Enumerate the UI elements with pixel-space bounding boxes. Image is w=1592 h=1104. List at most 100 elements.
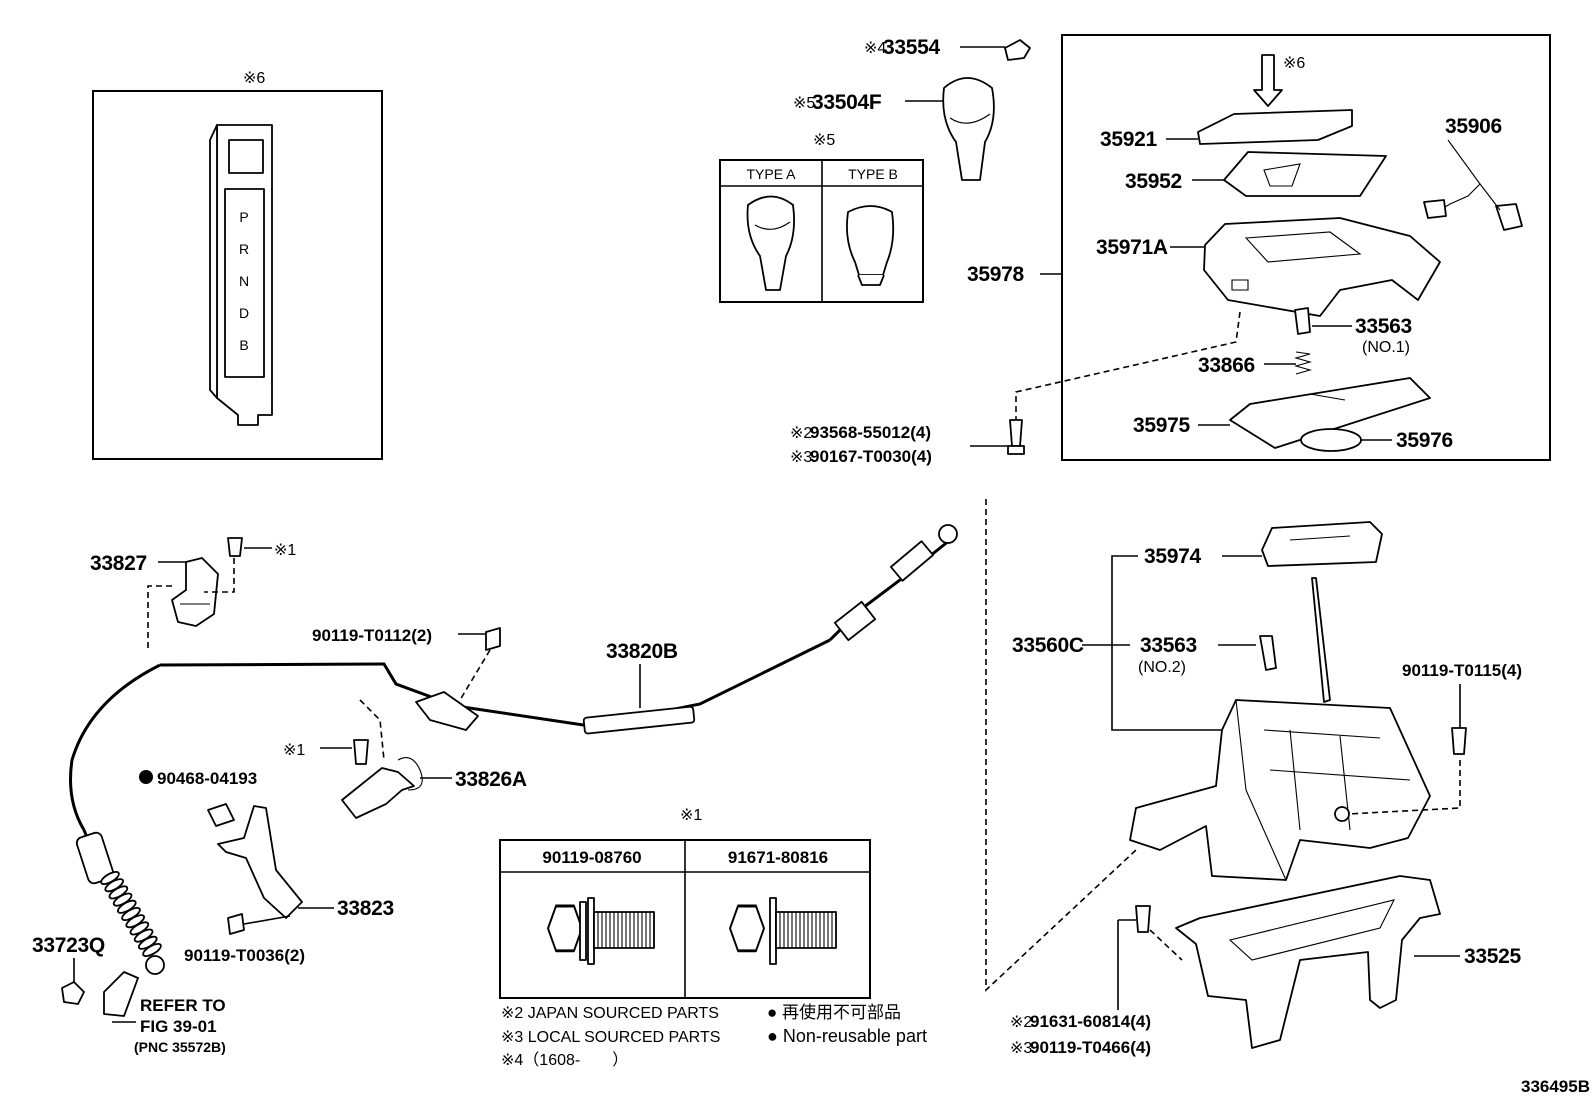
label-90119-t0112: 90119-T0112(2) [312,626,432,645]
label-35975: 35975 [1133,414,1191,437]
bolt-90119-t0112 [485,627,501,651]
shift-pattern-letter: B [239,337,248,353]
refer-line2: FIG 39-01 [140,1017,217,1036]
refer-line1: REFER TO [140,996,226,1015]
label-33827: 33827 [90,552,147,575]
bracket-33823 [217,805,303,919]
clip-33563-no1 [1294,307,1311,335]
svg-text:※5: ※5 [793,95,815,112]
legend-nonreuse-en: ● Non-reusable part [767,1026,927,1046]
figure-code: 336495B [1521,1077,1590,1096]
shift-plate-window [228,139,264,174]
svg-text:※4: ※4 [864,40,886,57]
shift-pattern-letter: P [239,209,248,225]
svg-text:※1: ※1 [274,542,296,559]
bolt-90119-t0036 [227,913,245,935]
down-arrow [1253,54,1283,107]
shift-plate-side [209,124,218,399]
bolt-table: ※1 90119-08760 91671-80816 [499,807,871,999]
label-33504F: 33504F [812,91,882,114]
label-33866: 33866 [1198,354,1255,377]
screw-93568 [1009,419,1023,447]
refer-line3: (PNC 35572B) [134,1039,226,1055]
label-90119-t0466: 90119-T0466(4) [1030,1038,1151,1057]
bracket-33827 [171,557,219,627]
label-33563-no1-sub: (NO.1) [1362,339,1410,356]
legend-date: ※4（1608- ） [501,1051,628,1069]
part-35971A [1203,217,1441,317]
label-35921: 35921 [1100,128,1158,151]
nonreusable-dot [139,770,153,784]
clip-33826A [341,767,415,819]
disk-35976 [1300,428,1362,452]
cable-sheath [582,705,696,735]
indicator-assembly-frame [1061,34,1551,461]
label-33563-no2: 33563 [1140,634,1197,657]
svg-text:※6: ※6 [1283,55,1305,72]
shift-knob-group: ※4 33554 ※5 33504F [793,36,1031,181]
shift-knob-33504F [942,77,995,181]
svg-text:※2: ※2 [1010,1014,1032,1031]
label-33823: 33823 [337,897,394,920]
knob-types-inset: ※5 TYPE A TYPE B [719,132,924,303]
label-93568-55012: 93568-55012(4) [810,423,931,442]
cover-35975 [1229,377,1431,449]
screw-group-top: ※2 93568-55012(4) ※3 90167-T0030(4) [790,419,1025,466]
sensor-35906 [1423,199,1447,219]
clip-33563-no2 [1259,635,1277,671]
bolt-col-1: 90119-08760 [542,848,641,867]
knob-cap-33554 [1004,39,1031,61]
legend: ※2 JAPAN SOURCED PARTS ※3 LOCAL SOURCED … [501,1002,927,1069]
bolt-33827 [227,537,243,557]
svg-text:※1: ※1 [680,807,702,824]
shift-pattern-panel [224,188,265,378]
label-35952: 35952 [1125,170,1182,193]
cable-bellows [100,871,162,957]
legend-nonreuse-jp: ● 再使用不可部品 [767,1002,901,1022]
knob-type-a [746,195,795,291]
shift-plate-group-mark: ※6 [243,70,265,87]
label-35906: 35906 [1445,115,1502,138]
bolt-col-2: 91671-80816 [728,848,828,867]
label-35976: 35976 [1396,429,1453,452]
shift-lever-assembly: 35974 33560C 33563 (NO.2) 90119-T0115(4)… [1010,521,1522,1057]
label-35971A: 35971A [1096,236,1168,259]
cable-clamp-plate [415,691,479,731]
label-90468-04193: 90468-04193 [157,769,257,788]
bolt-90119-08760 [547,897,655,965]
label-91631-60814: 91631-60814(4) [1030,1012,1151,1031]
svg-text:※2: ※2 [790,425,812,442]
label-33554: 33554 [883,36,941,59]
bolt-90119-t0115 [1451,727,1467,755]
knob-types-group-mark: ※5 [813,132,835,149]
knob-type-b [846,205,895,276]
indicator-housing-35974 [1261,521,1383,567]
shift-lever-rod [1311,577,1331,703]
bolt-33826A [353,739,369,765]
knob-type-a-label: TYPE A [746,166,796,182]
label-33820B: 33820B [606,640,678,663]
cable-end-rod [889,540,935,582]
svg-text:※3: ※3 [1010,1040,1032,1057]
label-33723Q: 33723Q [32,934,105,957]
label-35974: 35974 [1144,545,1202,568]
shift-plate-frame [92,90,383,460]
sensor-connector [1495,203,1523,231]
shift-lever-housing [1129,699,1431,881]
shift-pattern-letter: D [239,305,249,321]
part-35921 [1197,109,1353,145]
indicator-assembly: 35978 ※6 35921 35952 35971A 35906 33563 … [967,34,1551,461]
clip-90468-04193 [207,803,235,827]
shift-pattern-letter: R [239,241,249,257]
bolt-91671-80816 [729,897,837,965]
knob-type-b-label: TYPE B [848,166,898,182]
label-90167-t0030: 90167-T0030(4) [810,447,932,466]
part-35952 [1223,151,1387,197]
nut-33723Q [61,981,85,1005]
refer-bracket [103,971,139,1017]
svg-text:※1: ※1 [283,742,305,759]
